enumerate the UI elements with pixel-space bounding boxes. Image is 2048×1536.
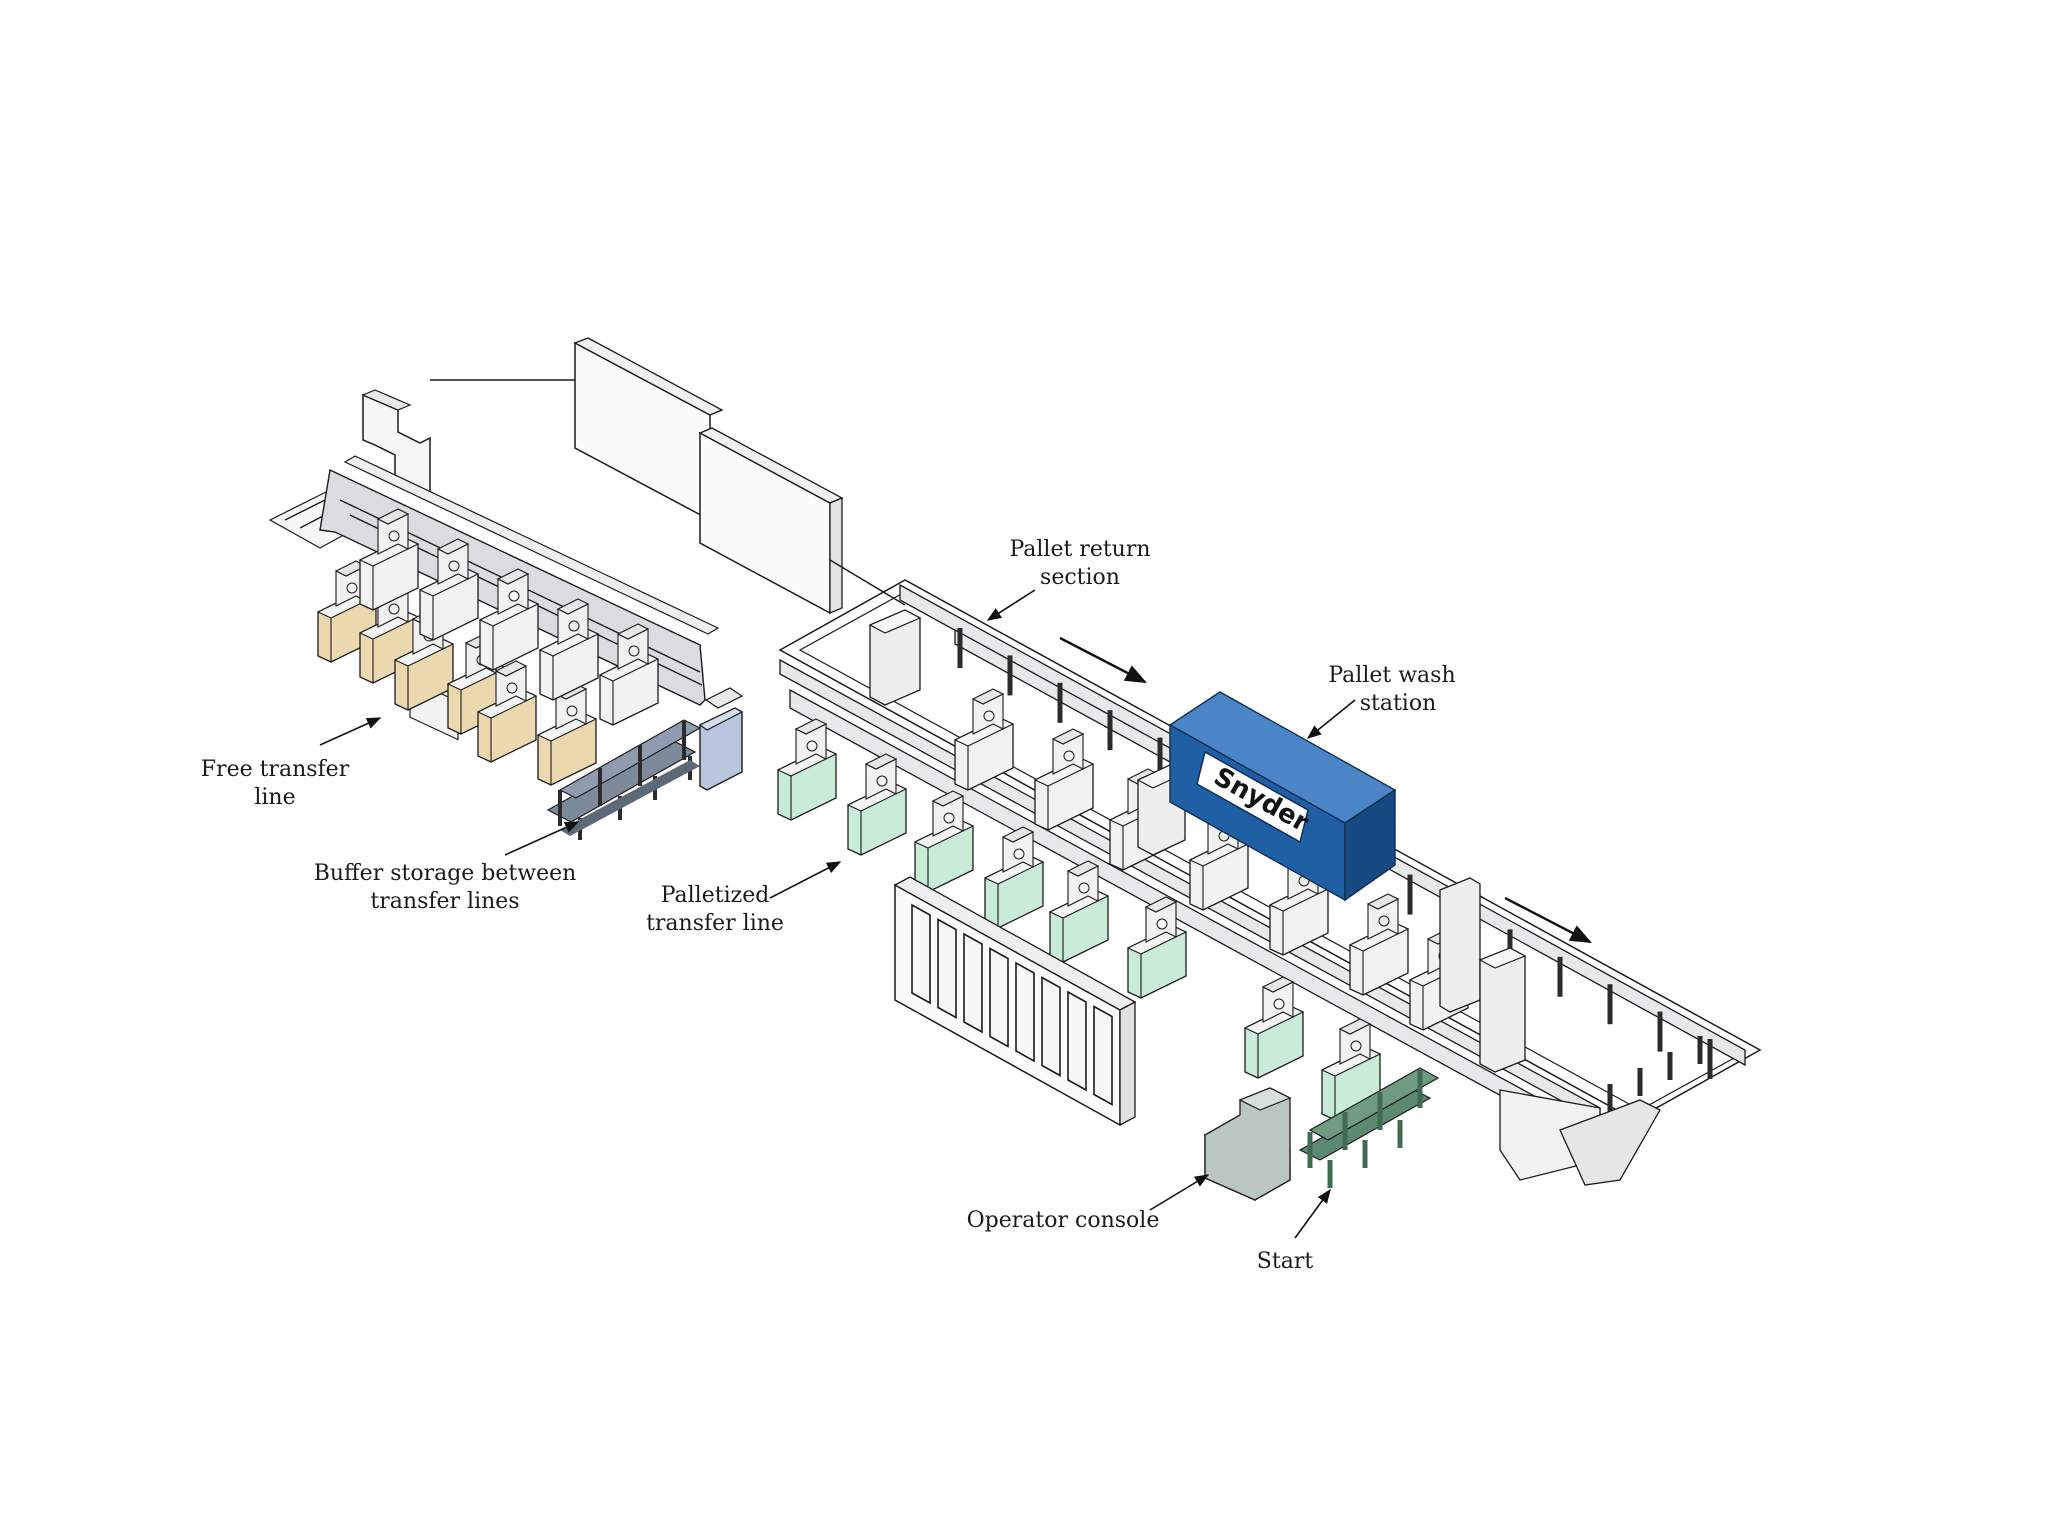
- transfer-gantries: [868, 609, 1527, 1073]
- arrow-pointer-icon: [1306, 699, 1356, 739]
- label-start: Start: [1257, 1188, 1331, 1274]
- arrow-pointer-icon: [1294, 1188, 1331, 1239]
- arrow-pointer-icon: [986, 589, 1036, 621]
- buffer-storage-rack: [546, 719, 702, 840]
- arrow-pointer-icon: [1149, 1174, 1210, 1211]
- operator-console-label: Operator console: [967, 1208, 1160, 1233]
- palletized-line-rear-station: [953, 688, 1015, 791]
- start-label: Start: [1257, 1249, 1314, 1274]
- label-buffer-storage: Buffer storage between transfer lines: [314, 821, 580, 914]
- buffer-storage-label-line1: Buffer storage between: [314, 861, 577, 886]
- palletized-line-rear-station: [1033, 728, 1095, 831]
- electrical-control-cabinets: [893, 876, 1137, 1127]
- pallet-wash-station: Snyder: [1168, 691, 1397, 902]
- label-operator-console: Operator console: [967, 1174, 1210, 1233]
- free-line-machine-stations: [316, 508, 660, 786]
- arrow-pointer-icon: [769, 861, 842, 899]
- arrow-right-icon: [1504, 896, 1592, 944]
- free-line-rear-station: [418, 538, 480, 641]
- free-line-station: [536, 683, 598, 786]
- free-line-rear-station: [538, 598, 600, 701]
- label-pallet-return-section: Pallet return section: [986, 537, 1151, 621]
- palletized-line-station: [1243, 976, 1305, 1079]
- palletized-label-line2: transfer line: [646, 911, 784, 936]
- palletized-line-rear-station: [1348, 893, 1410, 996]
- palletized-line-station: [776, 718, 838, 821]
- rear-partition-walls: [430, 337, 906, 615]
- free-transfer-label-line1: Free transfer: [201, 757, 350, 782]
- arrow-pointer-icon: [504, 821, 580, 856]
- label-palletized-transfer-line: Palletized transfer line: [646, 861, 842, 936]
- free-line-rear-station: [598, 623, 660, 726]
- palletized-line-station: [846, 753, 908, 856]
- free-line-rear-station: [358, 508, 420, 611]
- arrow-pointer-icon: [319, 717, 382, 746]
- palletized-line-machine-stations: [776, 688, 1470, 1121]
- free-transfer-label-line2: line: [254, 785, 295, 810]
- pallet-return-label-line2: section: [1040, 565, 1120, 590]
- palletized-line-station: [1048, 860, 1110, 963]
- pallet-wash-label-line2: station: [1360, 691, 1437, 716]
- flow-arrows: [1059, 636, 1592, 944]
- pallet-return-label-line1: Pallet return: [1009, 537, 1150, 562]
- label-pallet-wash-station: Pallet wash station: [1306, 663, 1456, 739]
- palletized-line-station: [983, 826, 1045, 929]
- buffer-storage-label-line2: transfer lines: [370, 889, 519, 914]
- operator-console: [1203, 1087, 1292, 1202]
- arrow-right-icon: [1059, 636, 1147, 684]
- pallet-wash-label-line1: Pallet wash: [1328, 663, 1455, 688]
- palletized-line-station: [913, 790, 975, 893]
- buffer-transfer-unit: [698, 687, 744, 791]
- start-conveyor: [1298, 1067, 1440, 1188]
- free-line-station: [476, 660, 538, 763]
- palletized-line-station: [1126, 896, 1188, 999]
- label-free-transfer-line: Free transfer line: [201, 717, 382, 810]
- rear-cabinet: [361, 389, 431, 495]
- free-line-rear-station: [478, 568, 540, 671]
- palletized-label-line1: Palletized: [661, 883, 770, 908]
